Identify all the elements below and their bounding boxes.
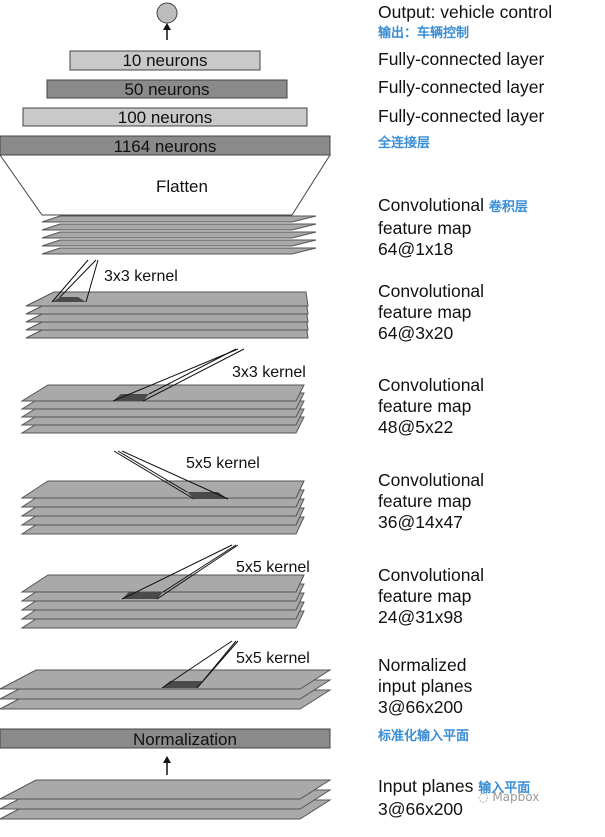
kernel-projection-4 (121, 544, 239, 600)
output-label-group: Output: vehicle control 输出：车辆控制 (378, 2, 552, 44)
kernel-projection-5 (161, 640, 239, 689)
stack-conv4-plane-1 (25, 291, 309, 307)
dense-bar-50 (46, 79, 288, 99)
conv-label-1-cn: 卷积层 (488, 200, 528, 215)
stack-conv3-plane-1 (20, 384, 305, 402)
stack-normalized-input-plane-1 (0, 669, 332, 690)
conv-label-1: Convolutional 卷积层 feature map 64@1x18 (378, 195, 528, 260)
watermark-text: Mapbox (492, 790, 540, 804)
dense-label-10: Fully-connected layer (378, 49, 545, 69)
conv-label-4: Convolutional feature map 36@14x47 (378, 470, 484, 533)
conv-label-1-line2: feature map (378, 218, 472, 238)
conv-label-5-line2: feature map (378, 586, 472, 606)
conv-label-4-line1: Convolutional (378, 470, 485, 490)
watermark: ◌ Mapbox (478, 790, 539, 804)
conv-label-3-line2: feature map (378, 396, 472, 416)
feature-map-stacks (0, 215, 332, 820)
conv-label-3-line3: 48@5x22 (378, 417, 454, 437)
normalized-label-line3: 3@66x200 (378, 697, 463, 717)
stack-conv5-plane-1 (41, 215, 317, 223)
kernel-patch-2 (113, 394, 149, 401)
kernel-patch-5 (162, 681, 203, 688)
kernel-label-5: 5x5 kernel (236, 650, 310, 667)
kernel-projection-1 (51, 259, 99, 303)
dense-bar-100 (22, 107, 308, 127)
input-label-line2: 3@66x200 (378, 799, 463, 819)
kernel-patch-3 (187, 492, 228, 499)
dense-label-50: Fully-connected layer (378, 77, 545, 97)
conv-label-2-line3: 64@3x20 (378, 323, 454, 343)
conv-label-3-line1: Convolutional (378, 375, 485, 395)
output-arrowhead (163, 23, 171, 30)
kernel-projection-3 (113, 450, 229, 500)
stack-conv5-plane-5 (41, 247, 317, 255)
stack-conv5-plane-2 (41, 223, 317, 231)
stack-conv5-plane-3 (41, 231, 317, 239)
watermark-icon: ◌ (478, 790, 489, 804)
dense-label-cn: 全连接层 (378, 136, 431, 151)
input-planes-label: Input planes 输入平面 3@66x200 (378, 776, 530, 820)
stack-conv1-plane-1 (20, 574, 305, 593)
dense-label-100: Fully-connected layer (378, 106, 545, 126)
dense-bar-1164-label: 1164 neurons (114, 137, 217, 156)
conv-label-4-line3: 36@14x47 (378, 512, 463, 532)
dense-bar-50-label: 50 neurons (124, 80, 209, 99)
kernel-label-2: 3x3 kernel (232, 364, 306, 381)
normalized-planes-label: Normalized input planes 3@66x200 (378, 655, 472, 718)
conv-label-1-line1: Convolutional (378, 195, 485, 215)
normalization-label-cn: 标准化输入平面 (378, 729, 470, 744)
conv-label-2-line1: Convolutional (378, 281, 485, 301)
stack-conv5-plane-4 (41, 239, 317, 247)
input-label-cn: 输入平面 (478, 781, 531, 796)
conv-label-2: Convolutional feature map 64@3x20 (378, 281, 484, 344)
conv-label-4-line2: feature map (378, 491, 472, 511)
normalized-label-line2: input planes (378, 676, 473, 696)
flatten-label: Flatten (156, 177, 208, 196)
output-label: Output: vehicle control (378, 2, 553, 22)
conv-label-2-line2: feature map (378, 302, 472, 322)
normalization-bar-label: Normalization (133, 730, 237, 749)
flatten-trapezoid (0, 154, 331, 216)
conv-label-5-line3: 24@31x98 (378, 607, 463, 627)
kernel-label-1: 3x3 kernel (104, 268, 178, 285)
kernel-label-3: 5x5 kernel (186, 455, 260, 472)
normalized-label-line1: Normalized (378, 655, 467, 675)
kernel-patch-1 (52, 297, 86, 302)
conv-label-5: Convolutional feature map 24@31x98 (378, 565, 484, 628)
output-label-cn: 输出：车辆控制 (378, 26, 470, 41)
kernel-label-4: 5x5 kernel (236, 559, 310, 576)
normalization-bar (0, 728, 331, 749)
conv-label-3: Convolutional feature map 48@5x22 (378, 375, 484, 438)
conv-label-5-line1: Convolutional (378, 565, 485, 585)
stack-conv2-plane-1 (20, 480, 305, 499)
conv-label-1-line3: 64@1x18 (378, 239, 454, 259)
output-node (156, 2, 178, 24)
input-arrowhead (163, 756, 171, 763)
stack-input-plane-1 (0, 779, 332, 800)
dense-bar-100-label: 100 neurons (118, 108, 213, 127)
input-label-line1: Input planes (378, 776, 474, 796)
kernel-projection-2 (112, 348, 245, 402)
dense-bar-10-label: 10 neurons (122, 51, 207, 70)
dense-bar-10 (69, 50, 261, 71)
